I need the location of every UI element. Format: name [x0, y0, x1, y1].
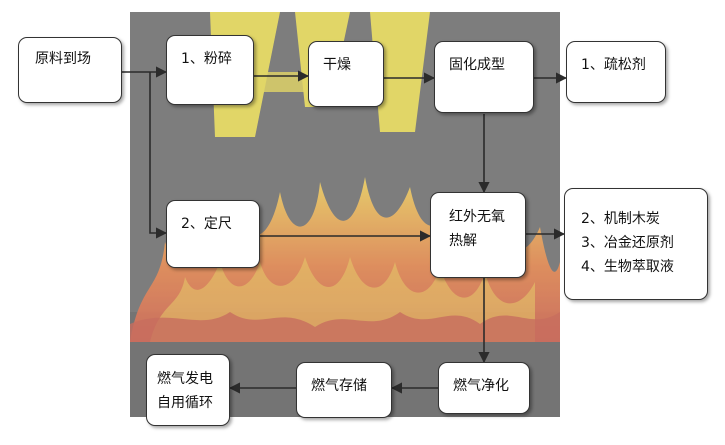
node-pyrolysis-line-1: 红外无氧: [449, 209, 505, 225]
node-gas-storage-label: 燃气存储: [311, 378, 367, 394]
node-gas-power-line-1: 燃气发电: [157, 371, 213, 387]
node-cut-to-size-label: 2、定尺: [181, 216, 232, 232]
node-gas-power-line-2: 自用循环: [157, 395, 213, 411]
node-products-line-1: 2、机制木炭: [581, 211, 660, 227]
node-loose-agent: 1、疏松剂: [566, 41, 666, 103]
node-gas-purify-label: 燃气净化: [453, 378, 509, 394]
node-raw-material: 原料到场: [18, 37, 122, 103]
node-solidify: 固化成型: [434, 41, 534, 113]
node-solidify-label: 固化成型: [449, 57, 505, 73]
node-gas-power: 燃气发电 自用循环: [146, 354, 230, 426]
node-gas-purify: 燃气净化: [438, 362, 530, 414]
node-products-line-2: 3、冶金还原剂: [581, 235, 674, 251]
node-raw-material-label: 原料到场: [35, 51, 91, 67]
node-drying-label: 干燥: [323, 57, 351, 73]
node-crushing: 1、粉碎: [166, 35, 254, 105]
node-drying: 干燥: [308, 41, 384, 107]
node-loose-agent-label: 1、疏松剂: [581, 57, 646, 73]
node-pyrolysis-line-2: 热解: [449, 233, 477, 249]
node-products-line-3: 4、生物萃取液: [581, 259, 674, 275]
node-products: 2、机制木炭 3、冶金还原剂 4、生物萃取液: [564, 188, 708, 300]
node-crushing-label: 1、粉碎: [181, 51, 232, 67]
node-gas-storage: 燃气存储: [296, 362, 392, 418]
node-cut-to-size: 2、定尺: [166, 200, 260, 268]
node-pyrolysis: 红外无氧 热解: [430, 192, 526, 278]
